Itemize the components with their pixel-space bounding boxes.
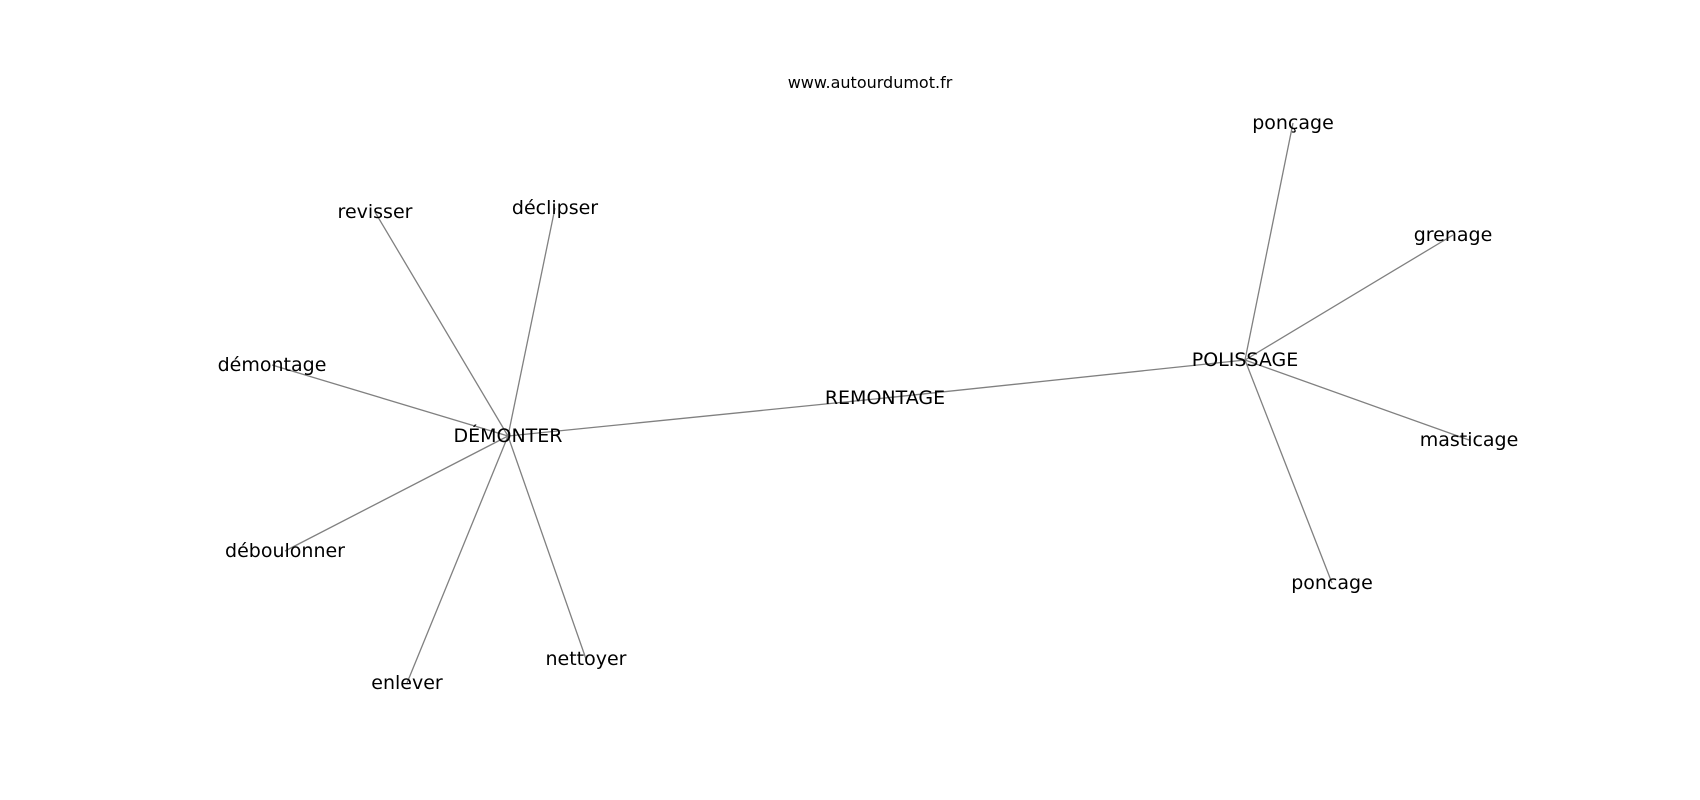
node-label-demontage: démontage (218, 354, 327, 376)
node-label-enlever: enlever (371, 672, 443, 694)
node-label-grenage: grenage (1414, 224, 1493, 246)
edge-demonter-deboulonner (284, 435, 509, 552)
edge-demonter-nettoyer (507, 435, 587, 660)
edge-demonter-demontage (271, 364, 509, 437)
edge-polissage-poncage2 (1244, 359, 1333, 584)
node-label-masticage: masticage (1420, 429, 1519, 451)
node-label-deboulonner: déboulonner (225, 540, 345, 562)
node-label-polissage: POLISSAGE (1192, 349, 1298, 371)
node-label-nettoyer: nettoyer (545, 648, 626, 670)
node-label-declipser: déclipser (512, 197, 598, 219)
edge-polissage-grenage (1244, 234, 1454, 361)
edge-demonter-remontage (507, 397, 886, 437)
edge-polissage-poncage1 (1244, 122, 1294, 361)
nodes: REMONTAGE DÉMONTER POLISSAGE revisser déclip… (218, 112, 1519, 694)
source-label: www.autourdumot.fr (788, 73, 953, 92)
edge-remontage-polissage (884, 359, 1246, 399)
node-label-remontage: REMONTAGE (825, 387, 945, 409)
edges (271, 122, 1470, 684)
node-label-demonter: DÉMONTER (453, 424, 562, 447)
node-label-poncage1: ponçage (1252, 112, 1334, 134)
node-label-poncage2: poncage (1291, 572, 1373, 594)
node-label-revisser: revisser (338, 201, 413, 223)
edge-demonter-enlever (406, 435, 509, 684)
edge-demonter-revisser (374, 211, 509, 437)
edge-demonter-declipser (507, 207, 556, 437)
edge-polissage-masticage (1244, 359, 1470, 441)
